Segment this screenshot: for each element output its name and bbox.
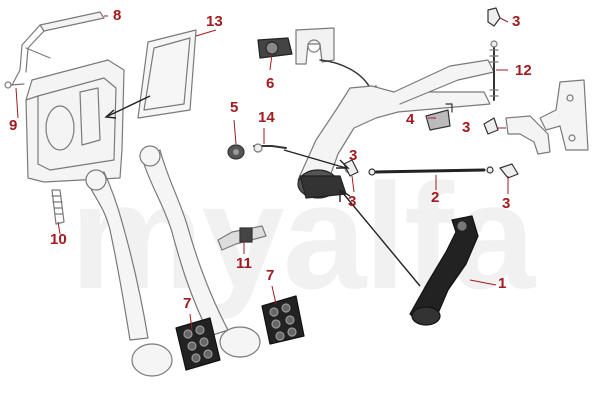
- leader-lines: [15, 15, 509, 331]
- callout-2: 2: [431, 189, 440, 206]
- arrow-gasket-to-box-head: [104, 109, 117, 119]
- callout-3d: 3: [348, 193, 357, 210]
- part-lever-1: [409, 215, 479, 326]
- callout-3b: 3: [462, 119, 471, 136]
- callout-14: 14: [258, 109, 275, 126]
- part-bracket-6: [257, 27, 335, 65]
- callout-9: 9: [9, 117, 18, 134]
- part-pedal-arms: [85, 145, 261, 377]
- callout-1: 1: [498, 275, 507, 292]
- part-pedal-pads: [175, 295, 305, 371]
- arrow-gasket-to-box: [107, 95, 151, 117]
- callout-13: 13: [206, 13, 223, 30]
- callout-7b: 7: [266, 267, 275, 284]
- callout-6: 6: [266, 75, 275, 92]
- arrow-adjuster-to-crank-head: [336, 159, 350, 169]
- part-rod-2: [368, 166, 494, 176]
- arrow-lever-to-crank: [341, 191, 421, 287]
- callout-4: 4: [406, 111, 415, 128]
- callout-7a: 7: [183, 295, 192, 312]
- callout-8: 8: [113, 7, 122, 24]
- part-bushing-5: [227, 144, 245, 160]
- callout-12: 12: [515, 62, 532, 79]
- part-pin-9: [4, 81, 25, 89]
- callout-3e: 3: [349, 147, 358, 164]
- part-switch-11: [217, 225, 267, 251]
- arrow-lever-to-crank-head: [339, 188, 351, 202]
- part-balljoints-3: [343, 7, 519, 179]
- part-right-bracket: [505, 79, 589, 155]
- part-threaded-rod-12: [489, 40, 499, 101]
- callout-5: 5: [230, 99, 239, 116]
- part-pedal-box: [25, 59, 125, 183]
- arrow-adjuster-to-crank: [283, 149, 347, 169]
- part-bushing-4: [425, 103, 453, 131]
- callout-11: 11: [236, 255, 252, 272]
- callout-10: 10: [50, 231, 67, 248]
- callout-3c: 3: [502, 195, 511, 212]
- callout-3a: 3: [512, 13, 521, 30]
- part-gasket: [137, 29, 197, 119]
- part-bolt-10: [51, 189, 65, 225]
- part-adjuster-14: [253, 143, 287, 153]
- part-handbrake-rod: [11, 11, 105, 86]
